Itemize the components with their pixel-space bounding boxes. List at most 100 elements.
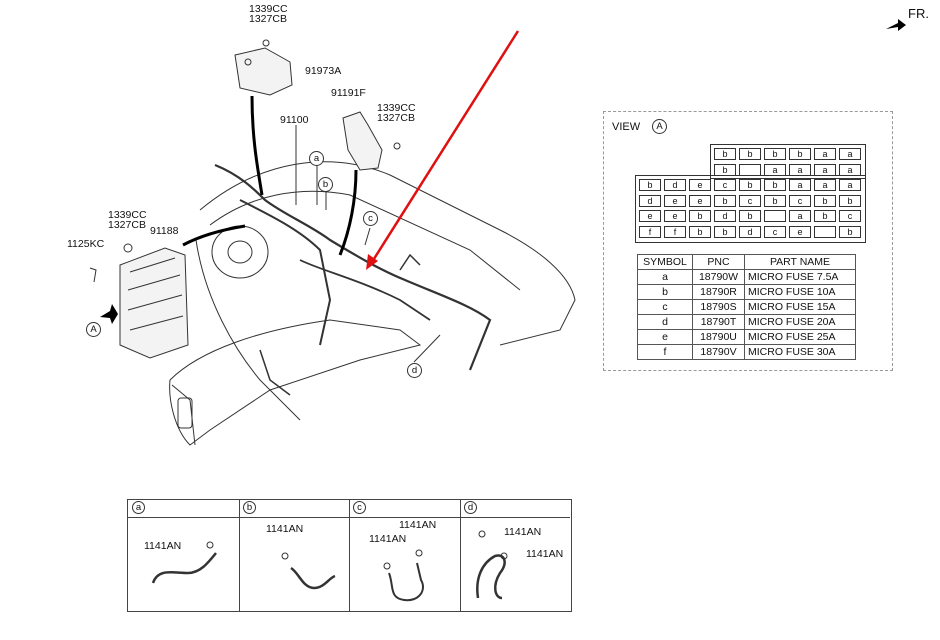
callout-b: b [318, 177, 333, 192]
fuse-table-cell: MICRO FUSE 30A [744, 344, 856, 360]
fuse-cell: c [789, 194, 811, 207]
fuse-cell: d [664, 179, 686, 191]
fuse-table-cell: MICRO FUSE 7.5A [744, 269, 856, 285]
fuse-table-cell: b [637, 284, 693, 300]
bracket-top-label: 91973A [305, 65, 342, 77]
fuse-cell: c [714, 179, 736, 191]
fuse-table-cell: 18790U [692, 329, 745, 345]
fuse-cell: c [839, 210, 861, 222]
front-arrow-icon [886, 19, 906, 31]
view-title: VIEW [612, 121, 641, 133]
fuse-table-cell: 18790V [692, 344, 745, 360]
fuse-cell: e [639, 210, 661, 222]
fuse-cell: d [739, 225, 761, 238]
fuse-cell: b [764, 179, 786, 191]
fuse-table-cell: MICRO FUSE 20A [744, 314, 856, 330]
detail-d-part-1: 1141AN [504, 526, 542, 538]
fuse-cell: b [739, 179, 761, 191]
fuse-table-cell: MICRO FUSE 15A [744, 299, 856, 315]
fuse-table-header-cell: SYMBOL [637, 254, 693, 270]
detail-b-part-1: 1141AN [266, 523, 304, 535]
fuse-table-cell: 18790R [692, 284, 745, 300]
fuse-cell [814, 225, 836, 238]
fuse-cell [764, 210, 786, 222]
front-direction-label: FR. [908, 6, 929, 21]
callout-d: d [407, 363, 422, 378]
detail-cell-a: a 1141AN [128, 500, 240, 611]
detail-c-part-2: 1141AN [369, 533, 407, 545]
fuse-table-cell: 18790S [692, 299, 745, 315]
detail-a-part-1: 1141AN [144, 540, 182, 552]
fuse-cell: b [789, 148, 811, 160]
center-console-outline [169, 319, 422, 446]
detail-c-drawing [383, 549, 424, 602]
fuse-table-header-cell: PNC [692, 254, 745, 270]
detail-c-part-1: 1141AN [399, 519, 437, 531]
fuse-cell: a [839, 163, 861, 176]
steering-wheel-outline [211, 225, 269, 279]
view-a-arrow-icon [100, 304, 118, 324]
detail-cell-b: b 1141AN [239, 500, 350, 611]
fuse-cell: b [689, 210, 711, 222]
bolt-top-label-2: 1327CB [249, 13, 287, 25]
fuse-cell: b [764, 194, 786, 207]
fuse-cell: e [789, 225, 811, 238]
fuse-cell: b [839, 225, 861, 238]
detail-cell-d: d 1141AN 1141AN [460, 500, 570, 611]
fuse-table-cell: 18790T [692, 314, 745, 330]
bolt-left-label-1: 1339CC [108, 209, 147, 221]
fuse-cell: a [789, 179, 811, 191]
harness-main-path [214, 163, 492, 371]
fuse-cell: e [664, 210, 686, 222]
detail-a-key: a [132, 501, 145, 514]
detail-d-drawing [476, 530, 508, 600]
screw-left-label: 1125KC [67, 238, 105, 250]
fuse-cell: d [714, 210, 736, 222]
fuse-grid-frame [635, 175, 866, 243]
fuse-cell: b [839, 194, 861, 207]
fuse-cell: b [714, 194, 736, 207]
fuse-cell: b [739, 210, 761, 222]
fuse-cell: d [639, 194, 661, 207]
fuse-table-cell: f [637, 344, 693, 360]
detail-b-drawing [281, 552, 336, 590]
dashboard-outline [199, 161, 576, 346]
bolt-left-label-2: 1327CB [108, 219, 146, 231]
fuse-cell: e [689, 194, 711, 207]
red-pointer-line [370, 30, 520, 263]
junction-box-label: 91188 [150, 225, 179, 237]
fuse-table-cell: a [637, 269, 693, 285]
fuse-table-cell: e [637, 329, 693, 345]
callout-view-a: A [86, 322, 101, 337]
view-marker: A [652, 119, 667, 134]
detail-strip: a 1141AN b 1141AN c 1141AN 1141AN d 1141… [127, 499, 572, 612]
detail-d-part-2: 1141AN [526, 548, 564, 560]
fuse-table-header-cell: PART NAME [744, 254, 856, 270]
callout-c: c [363, 211, 378, 226]
detail-d-key: d [464, 501, 477, 514]
fuse-cell: a [814, 179, 836, 191]
fuse-table-cell: MICRO FUSE 25A [744, 329, 856, 345]
bracket-right-shape [342, 111, 383, 171]
detail-b-key: b [243, 501, 256, 514]
fuse-cell: b [814, 210, 836, 222]
fuse-table-cell: d [637, 314, 693, 330]
bracket-right-label: 91191F [331, 87, 366, 99]
callout-a: a [309, 151, 324, 166]
fuse-grid-frame-top [710, 144, 866, 179]
bracket-top-shape [234, 47, 293, 96]
fuse-cell: b [714, 225, 736, 238]
fuse-cell: c [764, 225, 786, 238]
bolt-right-label-2: 1327CB [377, 112, 415, 124]
detail-c-key: c [353, 501, 366, 514]
fuse-cell: e [664, 194, 686, 207]
fuse-cell: a [814, 148, 836, 160]
